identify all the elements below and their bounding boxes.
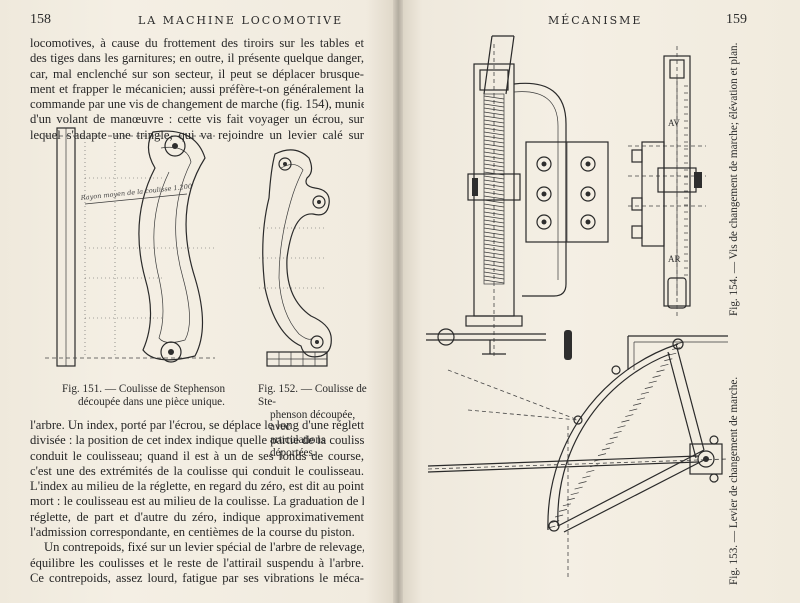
caption-line: phenson découpée, avec [270,408,356,434]
caption-line: Fig. 152. — Coulisse de Ste- [258,383,367,408]
text-line: réglette, de part et d'autre du zéro, in… [30,509,364,524]
caption-line: découpée dans une pièce unique. [78,395,225,408]
text-line: ment et frapper le mécanicien; aussi pré… [30,81,364,96]
figure-152-drawing [259,149,332,367]
left-top-paragraph: locomotives, à cause du frottement des t… [30,36,364,143]
figure-152-caption: Fig. 152. — Coulisse de Ste- phenson déc… [258,383,373,460]
text-line: d'un volant de manœuvre : cette vis fait… [30,112,364,127]
right-page: MÉCANISME 159 [398,0,800,603]
text-line: c'est une des extrémités de la coulisse … [30,463,364,478]
text-line: équilibre les coulisses et le reste de l… [30,555,364,570]
right-running-head: MÉCANISME [548,14,643,27]
scale-label-av: AV [668,118,680,128]
left-page: 158 LA MACHINE LOCOMOTIVE locomotives, à… [0,0,398,603]
left-running-head: LA MACHINE LOCOMOTIVE [138,14,344,27]
figure-151-drawing: Rayon moyen de la coulisse 1.200 [45,127,215,367]
figure-153-caption: Fig. 153. — Levier de changement de marc… [728,376,740,585]
right-page-number: 159 [726,12,747,27]
figure-151-caption: Fig. 151. — Coulisse de Stephenson décou… [62,383,252,409]
figure-153-drawing [427,335,729,580]
left-bottom-paragraph: l'arbre. Un index, porté par l'écrou, se… [30,418,364,586]
figure-154-caption: Fig. 154. — Vis de changement de marche;… [728,42,740,316]
text-line: locomotives, à cause du frottement des t… [30,36,364,50]
text-line: des tiges dans les garnitures; en outre,… [30,51,364,66]
text-line: mort : le coulisseau est au milieu de la… [30,494,364,509]
text-line: l'admission correspondante, en centièmes… [30,525,355,540]
caption-line: articulations déportées. [270,434,326,459]
left-page-number: 158 [30,12,51,27]
text-line: divisée : la position de cet index indiq… [30,433,364,448]
text-line: conduit le coulisseau; quand il est à un… [30,448,364,463]
text-line: car, mal enclenché sur son secteur, il p… [30,66,364,81]
scale-label-ar: AR [668,254,681,264]
caption-line: Fig. 151. — Coulisse de Stephenson [62,383,226,395]
book-gutter [393,0,403,603]
bolt-group [536,156,596,230]
figure-154-plan: AV AR [628,46,706,316]
text-line: lequel s'adapte une tringle, qui va rejo… [30,127,364,142]
text-line: L'index au milieu de la réglette, en reg… [30,479,364,494]
text-line: l'arbre. Un index, porté par l'écrou, se… [30,418,364,432]
text-line: Un contrepoids, fixé sur un levier spéci… [44,540,364,555]
text-line: commande par une vis de changement de ma… [30,97,364,112]
figure-154-elevation [426,35,609,360]
text-line: Ce contrepoids, assez lourd, fatigue par… [30,570,364,585]
